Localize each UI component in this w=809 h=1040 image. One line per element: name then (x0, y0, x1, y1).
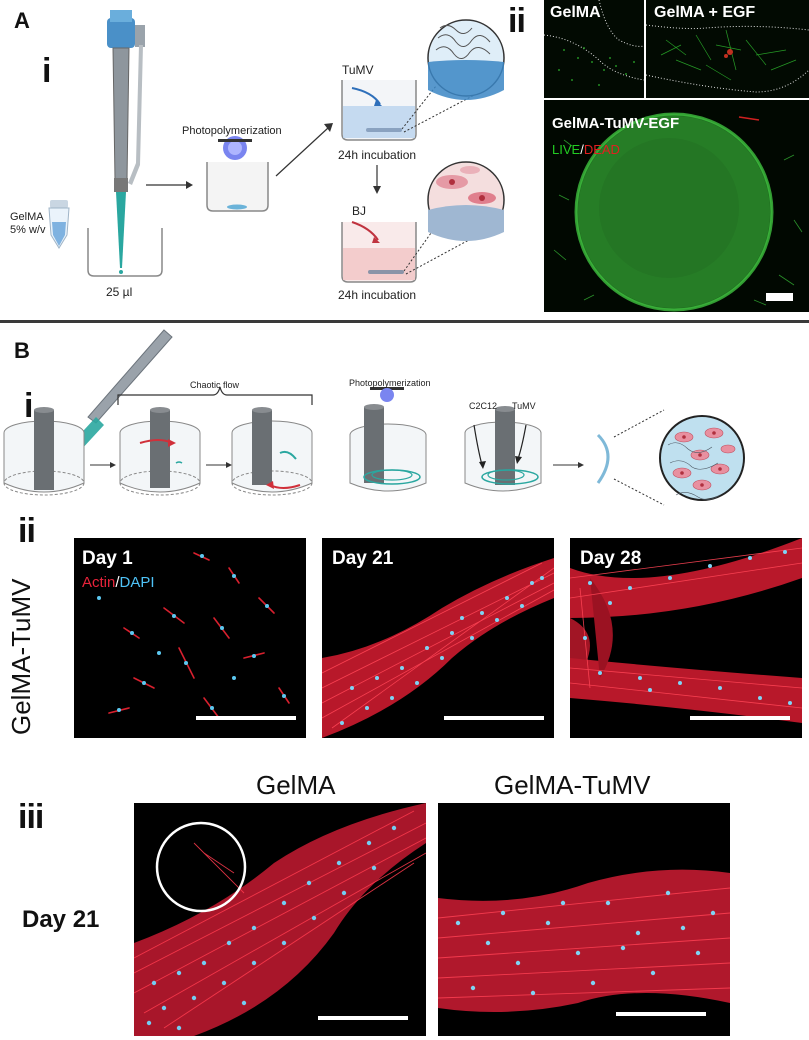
panel-a-letter: A (14, 8, 30, 33)
day28-micrograph (570, 538, 802, 738)
actin-label: Actin (82, 574, 116, 591)
gelma-live-dead-image (544, 0, 644, 98)
day21-label: Day 21 (332, 548, 394, 569)
iii-day21-label: Day 21 (22, 906, 100, 933)
dish-1-icon (3, 407, 85, 496)
pipette-icon (107, 10, 145, 268)
well-2-icon (206, 162, 269, 212)
scale-bar-gelma-day21 (318, 1016, 408, 1020)
dish-5-icon (464, 406, 542, 492)
zoom-circle-b-icon (659, 415, 745, 501)
chaotic-flow-label: Chaotic flow (190, 380, 240, 390)
gelma-tumv-day21-micrograph (438, 803, 730, 1036)
tumv-well-icon (341, 80, 481, 141)
tube-label-1: GelMA (10, 211, 44, 223)
gelma-label-a-ii: GelMA (550, 4, 601, 21)
fiber-icon (596, 433, 610, 484)
gelma-egf-label: GelMA + EGF (654, 4, 756, 21)
zoom-circle-1-icon (427, 19, 505, 100)
scale-bar-gelma-tumv-day21 (616, 1012, 706, 1016)
scale-bar-day28 (690, 716, 790, 720)
gelma-day21-micrograph (134, 803, 426, 1036)
live-label: LIVE (552, 142, 581, 157)
iii-gelma-title: GelMA (256, 770, 336, 800)
day28-label: Day 28 (580, 548, 642, 569)
live-dead-legend: LIVE/DEAD (552, 142, 620, 157)
actin-dapi-slash: / (115, 574, 120, 591)
incubation-label-2: 24h incubation (338, 288, 417, 302)
day1-micrograph (74, 538, 306, 738)
c2c12-label: C2C12 (469, 401, 498, 411)
volume-label: 25 µl (106, 285, 133, 299)
panel-b-i-label: i (24, 387, 34, 425)
lamp-icon (218, 136, 252, 160)
incubation-label-1: 24h incubation (338, 148, 417, 162)
bj-well-icon (341, 221, 481, 283)
panel-b-ii-label: ii (18, 512, 36, 550)
tumv-label-a: TuMV (342, 63, 374, 77)
panel-b-schematic (3, 329, 745, 506)
live-dead-slash: / (580, 142, 584, 157)
dish-2-icon (119, 407, 201, 496)
scale-bar-a (766, 293, 793, 301)
gelma-tumv-egf-live-dead-image (544, 100, 809, 312)
scale-bar-day21 (444, 716, 544, 720)
panel-b-letter: B (14, 338, 30, 363)
gelma-tumv-egf-label: GelMA-TuMV-EGF (552, 115, 680, 132)
photopolymerization-label-a: Photopolymerization (182, 125, 282, 137)
gelma-egf-live-dead-image (646, 0, 809, 98)
photopolymerization-label-b: Photopolymerization (349, 378, 431, 388)
dish-3-icon (231, 407, 313, 496)
bj-label: BJ (352, 204, 367, 218)
panel-a-schematic (48, 10, 505, 283)
scale-bar-day1 (196, 716, 296, 720)
row-label-gelma-tumv: GelMA-TuMV (6, 578, 36, 736)
panel-a-i-label: i (42, 52, 52, 90)
highlight-circle (155, 821, 247, 913)
dish-4-icon (349, 404, 427, 492)
tube-label-2: 5% w/v (10, 224, 46, 236)
tumv-label-b: TuMV (512, 401, 536, 411)
panel-a-ii-label: ii (508, 2, 526, 40)
dapi-label: DAPI (119, 574, 155, 591)
panel-divider (0, 320, 809, 323)
well-1-icon (87, 228, 163, 277)
tube-icon (48, 200, 70, 249)
lamp-b-icon (370, 387, 404, 402)
day1-label: Day 1 (82, 548, 133, 569)
actin-dapi-legend: Actin/DAPI (82, 574, 155, 591)
zoom-circle-2-icon (427, 161, 505, 241)
day21-micrograph (322, 538, 554, 738)
dead-label: DEAD (583, 142, 620, 157)
panel-b-iii-label: iii (18, 798, 44, 836)
iii-gelma-tumv-title: GelMA-TuMV (494, 770, 651, 800)
